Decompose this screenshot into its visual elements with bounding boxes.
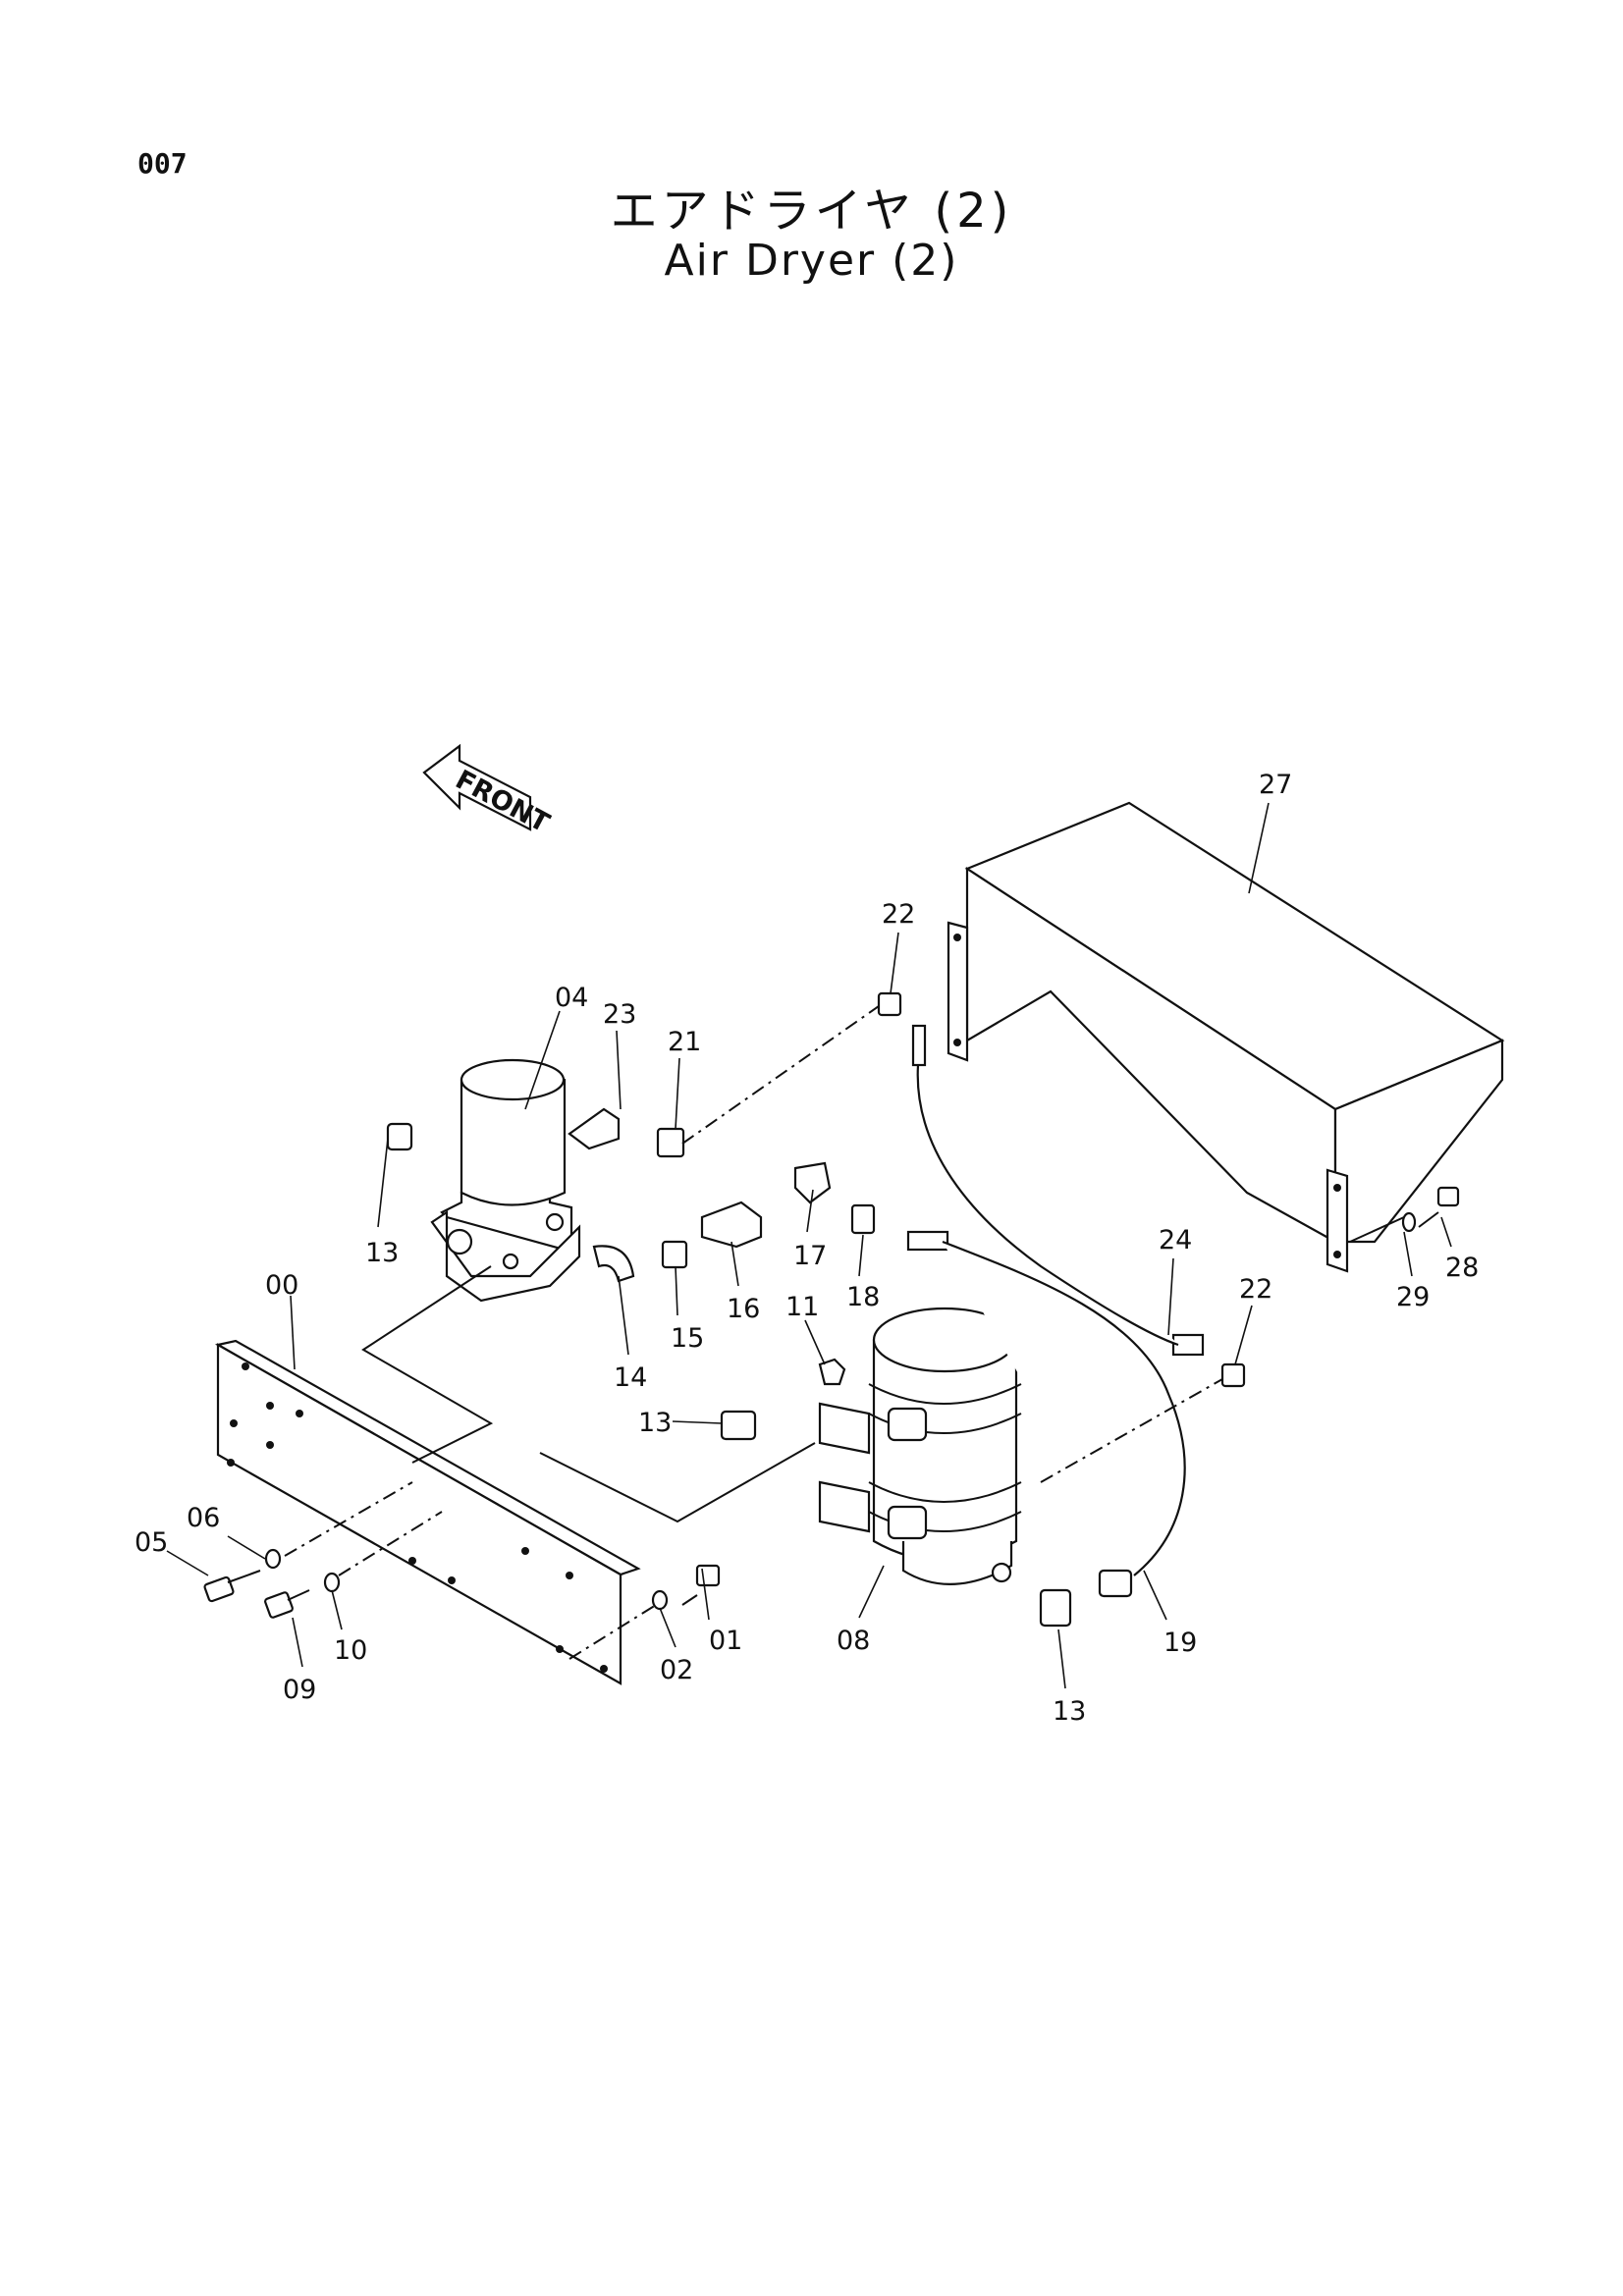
washer-10	[323, 1572, 341, 1593]
callout-00: 00	[265, 1270, 298, 1301]
elbow-14	[592, 1245, 635, 1283]
hoses	[916, 1064, 1186, 1576]
callout-01: 01	[709, 1626, 742, 1656]
hose-end-24bot	[1171, 1333, 1205, 1357]
callout-11: 11	[785, 1292, 819, 1322]
callout-05: 05	[135, 1527, 168, 1558]
connector-22a	[877, 991, 902, 1017]
alignment-lines	[284, 1005, 1405, 1660]
cover-27	[947, 801, 1505, 1273]
connector-21	[656, 1127, 685, 1158]
washer-02	[651, 1589, 669, 1611]
nut-11	[818, 1358, 846, 1386]
title-english: Air Dryer (2)	[664, 236, 959, 286]
callout-28: 28	[1445, 1253, 1479, 1283]
callout-22-right: 22	[1239, 1274, 1272, 1305]
callout-19: 19	[1163, 1628, 1197, 1658]
callout-06: 06	[187, 1503, 220, 1533]
callout-22-top: 22	[882, 899, 915, 930]
washer-29	[1401, 1211, 1417, 1233]
callout-09: 09	[283, 1675, 316, 1705]
callout-14: 14	[614, 1362, 647, 1393]
title-japanese: エアドライヤ (2)	[610, 184, 1013, 239]
callout-27: 27	[1259, 770, 1292, 800]
leader-lines	[166, 802, 1452, 1689]
bolt-01	[695, 1564, 721, 1587]
callout-13-center: 13	[638, 1408, 672, 1438]
callout-17: 17	[793, 1241, 827, 1271]
mounting-plate-00	[214, 1339, 641, 1685]
callout-15: 15	[671, 1323, 704, 1354]
connector-22b	[1220, 1362, 1246, 1388]
callout-04: 04	[555, 983, 588, 1013]
page-number: 007	[137, 147, 188, 180]
hose-end-19	[1098, 1569, 1133, 1598]
callout-10: 10	[334, 1635, 367, 1666]
callout-02: 02	[660, 1655, 693, 1685]
hose-end-19top	[906, 1230, 949, 1252]
connector-18	[850, 1203, 876, 1235]
callout-08: 08	[837, 1626, 870, 1656]
callout-24: 24	[1159, 1225, 1192, 1255]
callout-23: 23	[603, 999, 636, 1030]
air-dryer-08	[818, 1307, 1022, 1585]
callout-13-right: 13	[1053, 1696, 1086, 1727]
elbow-13a	[386, 1122, 413, 1151]
bolt-28	[1436, 1186, 1460, 1207]
front-arrow-label: FRONT	[451, 765, 555, 839]
hose-end-24top	[911, 1024, 927, 1067]
elbow-13b	[720, 1410, 757, 1441]
callout-21: 21	[668, 1027, 701, 1057]
elbow-13c	[1039, 1588, 1072, 1628]
callout-16: 16	[727, 1294, 760, 1324]
bolts-and-washers	[203, 1186, 1460, 1619]
connector-15	[661, 1240, 688, 1269]
elbow-17	[793, 1161, 832, 1204]
washer-06	[264, 1548, 282, 1570]
callout-numbers: 00 01 02 04 05 06 08 09 10 11 13 13 13 1…	[135, 770, 1479, 1727]
bolt-09	[264, 1591, 294, 1619]
callout-29: 29	[1396, 1282, 1430, 1312]
tee-16	[700, 1201, 763, 1249]
air-dryer-04	[430, 1058, 581, 1303]
bolt-05	[203, 1575, 235, 1603]
front-arrow-icon: FRONT	[422, 743, 555, 839]
callout-18: 18	[846, 1282, 880, 1312]
callout-13-left: 13	[365, 1238, 399, 1268]
elbow-23	[568, 1107, 621, 1150]
